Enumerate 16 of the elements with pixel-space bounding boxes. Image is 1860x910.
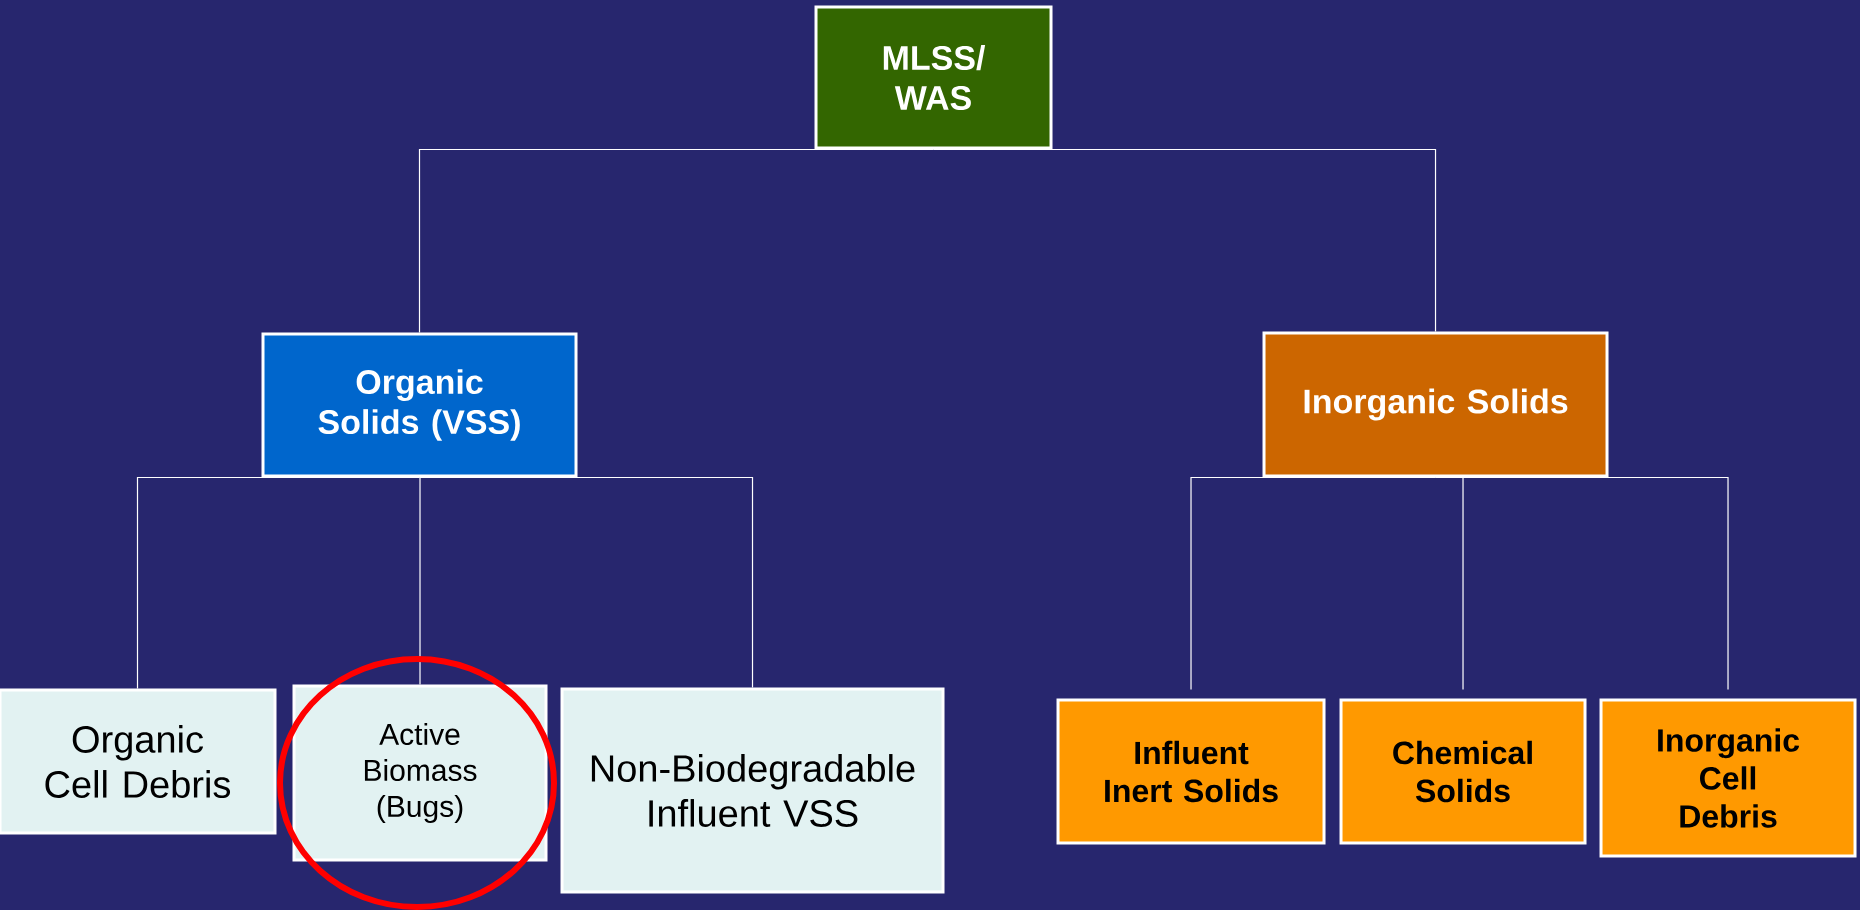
component-box: Active Biomass (Bugs) [292, 684, 548, 862]
component-box: Influent Inert Solids [1056, 698, 1326, 845]
component-box: Chemical Solids [1339, 698, 1587, 845]
category-box: MLSS/ WAS [814, 5, 1053, 150]
connector-line [418, 476, 421, 686]
component-box: Non-Biodegradable Influent VSS [560, 687, 945, 894]
category-box: Inorganic Solids [1262, 331, 1609, 478]
connector-line [1190, 476, 1437, 691]
category-box: Organic Solids (VSS) [261, 332, 578, 478]
component-box: Inorganic Cell Debris [1599, 698, 1857, 858]
connector-line [418, 148, 935, 334]
connector-line [1434, 476, 1729, 691]
component-box: Organic Cell Debris [0, 688, 277, 835]
connector-line [932, 148, 1437, 333]
connector-line [418, 476, 754, 689]
connector-line [136, 476, 421, 690]
